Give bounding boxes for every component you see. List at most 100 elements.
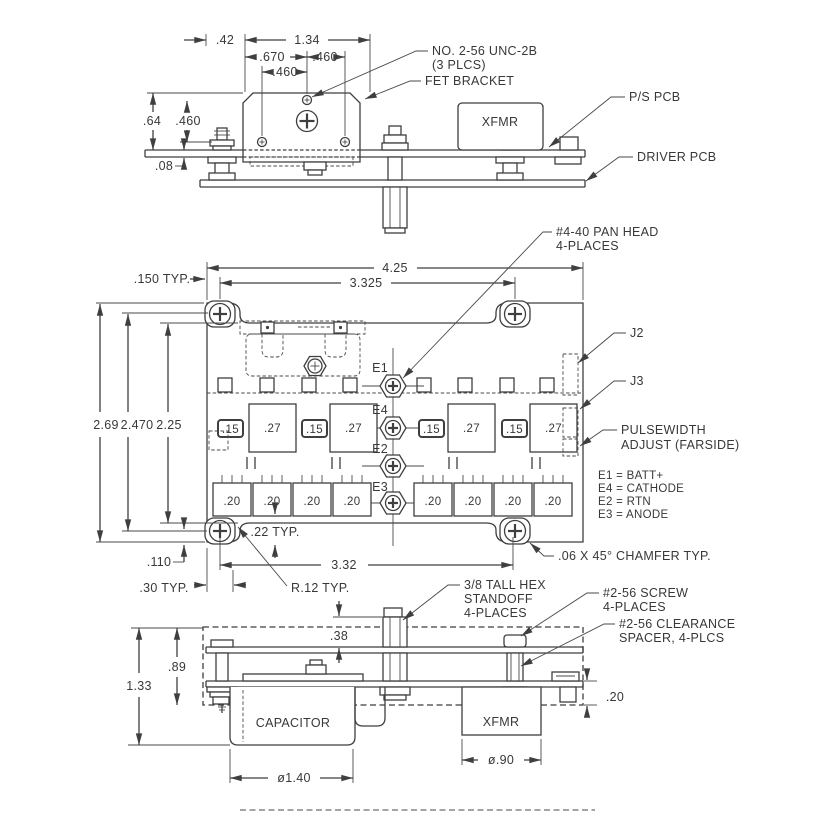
component-value: .27 (345, 423, 362, 435)
capacitor-clamp-plate (242, 659, 364, 682)
label-driver-pcb: DRIVER PCB (637, 150, 716, 164)
dim-dia90: ø.90 (488, 753, 514, 767)
bracket-screw-right (339, 136, 351, 148)
dim-22: .22 TYP. (250, 525, 299, 539)
xfmr-bottom-view: XFMR (461, 686, 542, 736)
phillips-screw-large (295, 109, 319, 133)
standoff-left-bottom-view (206, 639, 238, 713)
component-value: .20 (224, 496, 241, 508)
lead-ticks (246, 457, 541, 469)
terminal-e3 (379, 491, 407, 515)
note-screw-line2: 4-PLACES (603, 600, 666, 614)
component-value: .20 (425, 496, 442, 508)
terminal-label-e3: E3 (372, 480, 388, 494)
dim-30: .30 TYP. (139, 581, 188, 595)
dim-670: .670 (259, 50, 285, 64)
ps-pcb-bar-bottom (205, 680, 584, 688)
bracket-screw-left (256, 136, 268, 148)
dim-dia140: ø1.40 (277, 771, 310, 785)
phillips-screw (208, 519, 232, 543)
j2-connector (562, 353, 579, 396)
standoff-left-top-view (207, 127, 237, 181)
xfmr-label-top: XFMR (482, 115, 519, 129)
xfmr-label-bottom: XFMR (483, 715, 520, 729)
dim-38: .38 (330, 629, 348, 643)
component-value: .15 (222, 424, 239, 436)
driver-pcb-bar-bottom (205, 646, 584, 654)
top-view: XFMR .42 1.34 .670 .460 .460 .64 .460 .0… (143, 33, 716, 234)
note-hexstandoff-line3: 4-PLACES (464, 606, 527, 620)
plan-dimensions: 4.25 3.325 .150 TYP. 2.69 2.470 2.25 .11… (93, 261, 711, 595)
component-value: .15 (423, 424, 440, 436)
j3-connector (562, 407, 579, 438)
component-value: .27 (463, 423, 480, 435)
label-j2: J2 (630, 326, 644, 340)
dim-269: 2.69 (93, 418, 119, 432)
corner-screws (208, 302, 527, 543)
note-hexstandoff-line2: STANDOFF (464, 592, 533, 606)
dim-08: .08 (155, 159, 173, 173)
component-value: .20 (545, 496, 562, 508)
bracket-screw-top (301, 94, 313, 106)
dim-133: 1.33 (126, 679, 152, 693)
note-spacer-line2: SPACER, 4-PLCS (619, 631, 724, 645)
component-value: .20 (304, 496, 321, 508)
plan-view: .15 .27 .15 .27 .15 .27 .15 .27 .20 .20 … (93, 225, 739, 595)
terminal-label-e2: E2 (372, 442, 388, 456)
fastener-right-bottom-view (551, 671, 580, 703)
dim-20: .20 (606, 690, 624, 704)
dim-110: .110 (147, 555, 172, 569)
terminal-label-e4: E4 (372, 403, 388, 417)
legend-e4: E4 = CATHODE (598, 483, 684, 495)
dim-150: .150 TYP. (134, 272, 190, 286)
note-chamfer: .06 X 45° CHAMFER TYP. (558, 549, 711, 563)
xfmr-box-top-view (457, 102, 544, 151)
phillips-screw (503, 302, 527, 326)
component-value: .15 (506, 424, 523, 436)
component-row-mid: .15 .27 .15 .27 .15 .27 .15 .27 (208, 385, 578, 504)
component-value: .15 (306, 424, 323, 436)
note-hexstandoff-line1: 3/8 TALL HEX (464, 578, 546, 592)
dim-2470: 2.470 (121, 418, 154, 432)
phillips-screw (208, 302, 232, 326)
dim-460-right: .460 (312, 50, 338, 64)
terminal-label-e1: E1 (372, 361, 388, 375)
component-squares-row (217, 377, 555, 393)
hex-standoff-center (379, 607, 411, 701)
hex-screw (303, 355, 327, 377)
component-value: .27 (545, 423, 562, 435)
dim-225: 2.25 (156, 418, 182, 432)
legend-e1: E1 = BATT+ (598, 470, 663, 482)
bottom-view: CAPACITOR XFMR 1.33 .89 .38 .20 ø1.40 (126, 578, 735, 811)
component-row-bottom: .20 .20 .20 .20 .20 .20 .20 .20 (212, 475, 573, 517)
bracket-bottom-nut (303, 161, 327, 176)
fet-bracket (242, 92, 361, 176)
label-ps-pcb: P/S PCB (629, 90, 680, 104)
terminals: E1 E4 E2 E3 (372, 361, 407, 515)
dim-r12: R.12 TYP. (291, 581, 350, 595)
capacitor-bracket-step (354, 687, 386, 727)
note-pulsewidth-line1: PULSEWIDTH (621, 423, 706, 437)
terminal-e1 (379, 374, 407, 398)
label-j3: J3 (630, 374, 644, 388)
ps-pcb-bar (144, 149, 586, 158)
bottom-callouts: 3/8 TALL HEX STANDOFF 4-PLACES #2-56 SCR… (402, 578, 735, 667)
dim-134: 1.34 (294, 33, 320, 47)
top-dimensions: .42 1.34 .670 .460 .460 .64 .460 .08 (143, 33, 371, 173)
note-unc-line2: (3 PLCS) (432, 58, 486, 72)
dim-042: .42 (216, 33, 234, 47)
dim-460-left: .460 (175, 114, 201, 128)
dim-425: 4.25 (382, 261, 408, 275)
dim-3325: 3.325 (350, 276, 383, 290)
phillips-screw (503, 519, 527, 543)
edge-connectors-right (562, 353, 579, 457)
note-spacer-line1: #2-56 CLEARANCE (619, 617, 735, 631)
component-value: .27 (264, 423, 281, 435)
box-ticks (221, 475, 564, 483)
legend-e2: E2 = RTN (598, 496, 651, 508)
bottom-dimensions: 1.33 .89 .38 .20 ø1.40 ø.90 (126, 601, 624, 785)
label-fet-bracket: FET BRACKET (425, 74, 514, 88)
dim-460-mid: .460 (272, 65, 298, 79)
